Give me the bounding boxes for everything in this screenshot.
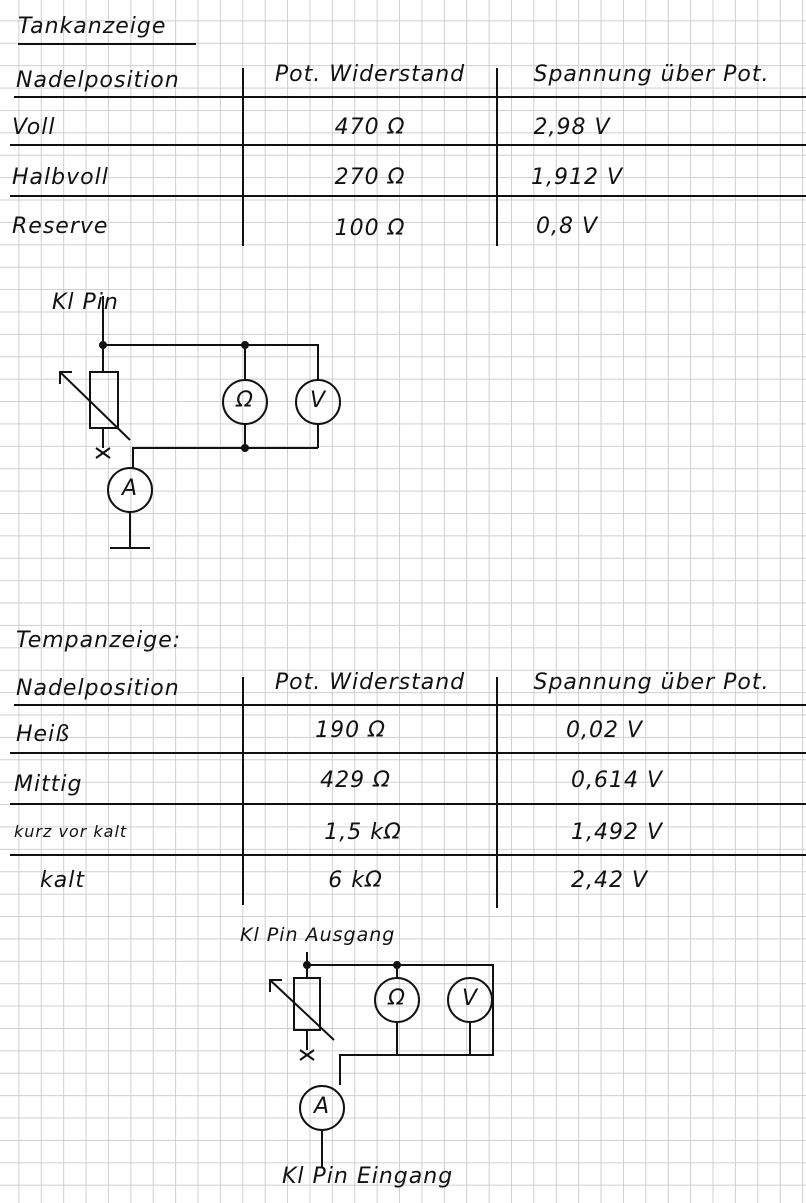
table-cell: Mittig [14, 772, 83, 797]
table-header: Spannung über Pot. [533, 670, 770, 695]
table-header: Pot. Widerstand [274, 62, 466, 87]
circuit-label: Kl Pin [52, 290, 119, 315]
table-cell: 0,02 V [565, 718, 644, 743]
circuit-diagram-tank [59, 296, 341, 549]
table-cell: 2,98 V [533, 115, 611, 140]
table-cell: Heiß [16, 722, 71, 747]
amp-symbol: A [121, 476, 139, 501]
table-cell: kurz vor kalt [14, 822, 128, 841]
volt-symbol: V [461, 986, 479, 1011]
table-cell: 1,492 V [570, 820, 664, 845]
table-cell: 429 Ω [320, 768, 391, 793]
table-cell: 6 kΩ [328, 868, 383, 893]
table-cell: kalt [40, 868, 85, 893]
ohm-symbol: Ω [236, 388, 254, 413]
table-cell: 0,8 V [535, 214, 599, 239]
table-cell: 0,614 V [570, 768, 664, 793]
table-header: Spannung über Pot. [533, 62, 770, 87]
table-cell: 1,5 kΩ [324, 820, 402, 845]
table-cell: Voll [12, 115, 56, 140]
table-cell: 190 Ω [315, 718, 386, 743]
amp-symbol: A [313, 1094, 331, 1119]
table-cell: 1,912 V [530, 165, 624, 190]
ohm-symbol: Ω [388, 986, 406, 1011]
table-header: Pot. Widerstand [274, 670, 466, 695]
volt-symbol: V [309, 388, 327, 413]
section-title-temp: Tempanzeige: [16, 628, 182, 653]
section-title-tank: Tankanzeige [18, 14, 167, 39]
circuit-diagram-temp [269, 952, 494, 1168]
table-header: Nadelposition [16, 68, 180, 93]
circuit-label-output: Kl Pin Ausgang [240, 924, 396, 946]
table-cell: Halbvoll [12, 165, 109, 190]
table-cell: 470 Ω [334, 115, 406, 140]
table-cell: 100 Ω [334, 216, 406, 241]
table-header: Nadelposition [16, 676, 180, 701]
table-cell: Reserve [12, 214, 109, 239]
table-cell: 2,42 V [570, 868, 649, 893]
circuit-label-input: Kl Pin Eingang [282, 1164, 454, 1189]
potentiometer-symbol [89, 371, 119, 429]
table-cell: 270 Ω [334, 165, 406, 190]
